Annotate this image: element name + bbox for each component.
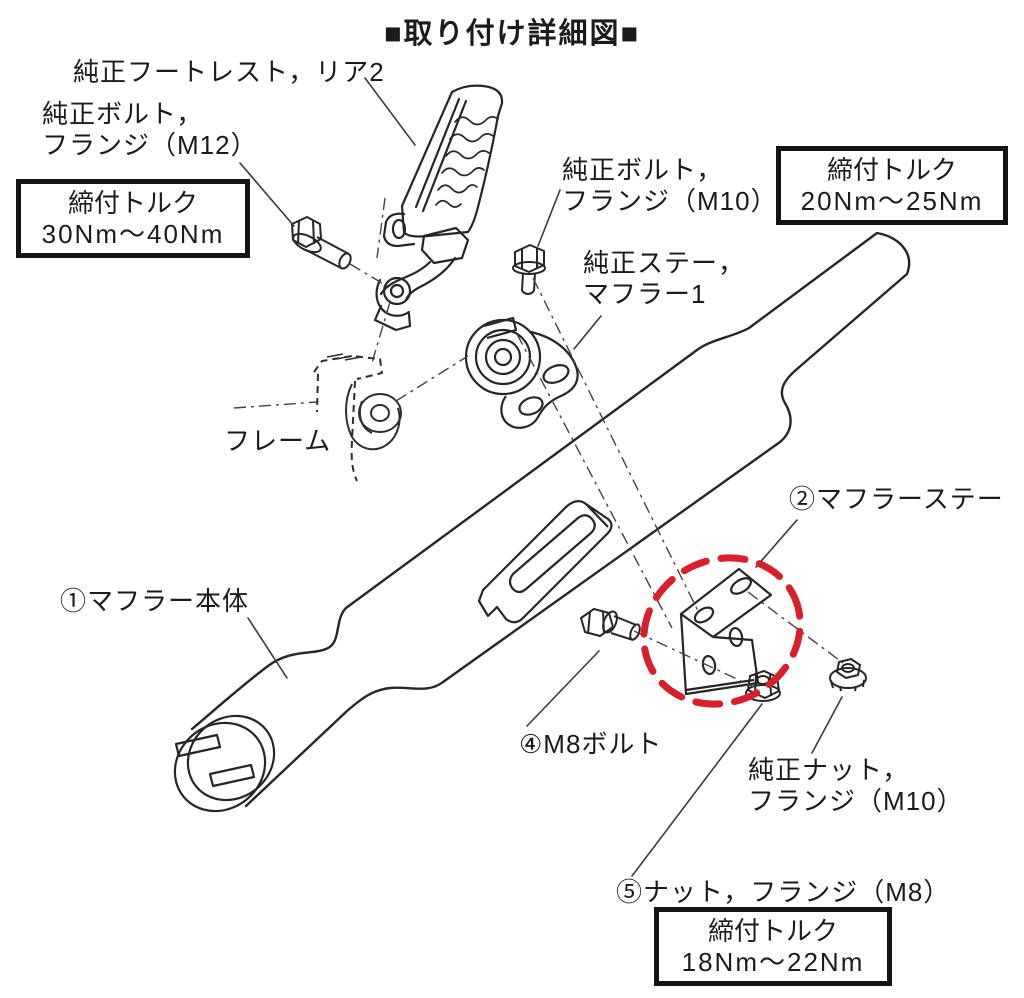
muffler-stay-drawing — [679, 567, 773, 696]
label-m8-bolt: ④M8ボルト — [519, 729, 663, 759]
m8-bolt-drawing — [580, 608, 641, 641]
torque-box-m12: 締付トルク 30Nm～40Nm — [16, 179, 250, 259]
torque-value: 18Nm～22Nm — [681, 946, 865, 977]
mount-plate-drawing — [477, 500, 613, 624]
torque-title: 締付トルク — [707, 916, 838, 946]
label-frame: フレーム — [224, 426, 332, 456]
footrest-drawing — [373, 84, 504, 332]
highlight-ellipse — [640, 554, 804, 708]
torque-box-m8-nut: 締付トルク 18Nm～22Nm — [654, 907, 892, 987]
label-footrest: 純正フートレスト，リア2 — [73, 57, 385, 87]
m10-flange-nut-drawing — [829, 658, 867, 692]
label-nut-m8: ⑤ナット，フランジ（M8） — [616, 877, 951, 907]
stay-muffler1-drawing — [464, 316, 579, 429]
end-cap-drawing — [173, 714, 276, 813]
torque-value: 30Nm～40Nm — [41, 218, 225, 249]
muffler-body-drawing — [190, 231, 911, 808]
label-bolt-m12: 純正ボルト， フランジ（M12） — [42, 99, 258, 161]
page-title: ■取り付け詳細図■ — [383, 18, 641, 50]
label-nut-m10: 純正ナット， フランジ（M10） — [748, 755, 964, 817]
m12-bolt-drawing — [291, 216, 352, 270]
label-bolt-m10: 純正ボルト， フランジ（M10） — [562, 155, 778, 217]
torque-value: 20Nm～25Nm — [800, 185, 984, 216]
label-muffler-stay: ②マフラーステー — [789, 484, 1004, 514]
torque-box-m10: 締付トルク 20Nm～25Nm — [776, 146, 1008, 226]
leader-lines — [239, 77, 843, 877]
m10-bolt-drawing — [512, 244, 546, 295]
alignment-guides — [233, 197, 844, 688]
torque-title: 締付トルク — [67, 188, 198, 218]
torque-title: 締付トルク — [826, 155, 957, 185]
label-stay-muffler1: 純正ステー， マフラー1 — [583, 248, 746, 310]
label-muffler-body: ①マフラー本体 — [60, 586, 250, 616]
frame-bracket-drawing — [313, 353, 402, 482]
